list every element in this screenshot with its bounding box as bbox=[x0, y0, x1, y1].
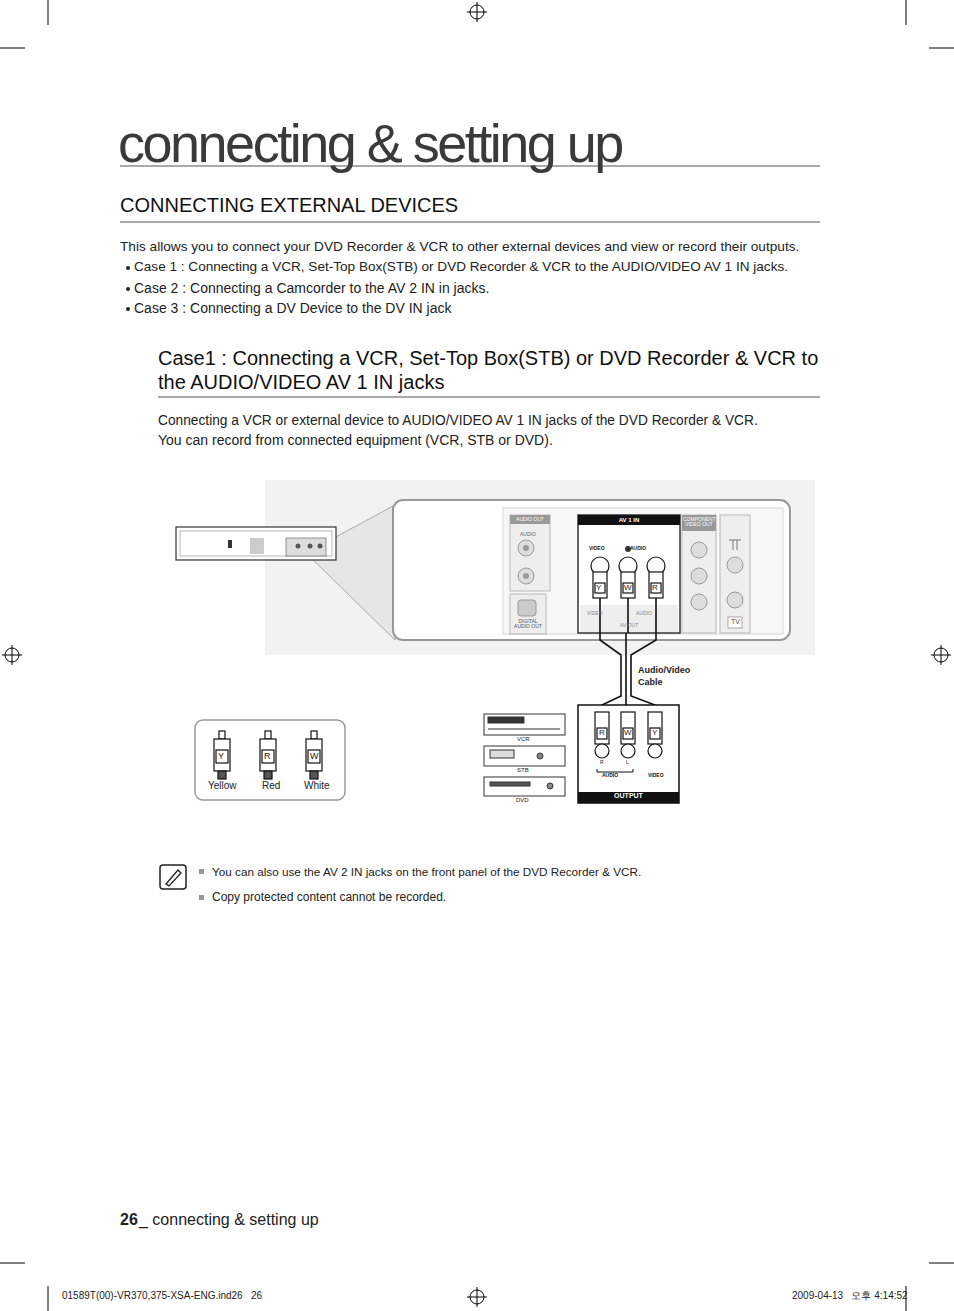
plug-letter: R bbox=[652, 583, 658, 592]
body-text: You can record from connected equipment … bbox=[158, 432, 553, 448]
plug-legend-box: Yellow Red White bbox=[195, 720, 345, 800]
jack-label: VIDEO bbox=[587, 611, 603, 617]
note-text: Copy protected content cannot be recorde… bbox=[212, 891, 446, 905]
cable-connector bbox=[625, 633, 627, 705]
cable-wires bbox=[600, 598, 656, 712]
plug-letter: R bbox=[599, 728, 605, 737]
box-text: Yellow bbox=[208, 780, 237, 792]
jack-label: R bbox=[600, 760, 604, 766]
box-text: OUTPUT bbox=[578, 792, 679, 800]
plug-letter: R bbox=[264, 751, 271, 761]
box-text: VIDEO bbox=[589, 546, 605, 552]
jack-label: AUDIO bbox=[636, 611, 652, 617]
output-jack-box: OUTPUT AUDIO VIDEO bbox=[578, 705, 679, 803]
print-slug: 2009-04-13 오후 4:14:52 bbox=[792, 1290, 908, 1302]
source-devices bbox=[484, 714, 565, 796]
jack-group-box: COMPONENT VIDEO OUT bbox=[682, 515, 716, 633]
footer-text: _ connecting & setting up bbox=[139, 1211, 319, 1229]
device-label: STB bbox=[517, 767, 529, 774]
output-box-illustration bbox=[578, 705, 679, 803]
cable-label: Audio/Video Cable bbox=[638, 665, 698, 688]
box-text: AUDIO bbox=[630, 546, 646, 552]
section-heading: CONNECTING EXTERNAL DEVICES bbox=[120, 194, 458, 217]
plug-letter: Y bbox=[596, 583, 601, 592]
rear-panel-illustration bbox=[176, 480, 815, 712]
print-slug: 01589T(00)-VR370,375-XSA-ENG.ind26 26 bbox=[62, 1290, 262, 1302]
note-text: You can also use the AV 2 IN jacks on th… bbox=[212, 865, 641, 878]
body-text: Connecting a VCR or external device to A… bbox=[158, 413, 758, 429]
plug-letter: W bbox=[624, 728, 632, 737]
panel-label: AV OUT bbox=[620, 623, 638, 629]
page-title: connecting & setting up bbox=[118, 112, 622, 174]
page-number: 26 bbox=[120, 1211, 138, 1229]
plug-letter: W bbox=[310, 751, 319, 761]
plug-legend-illustration bbox=[195, 720, 345, 800]
box-text: DIGITAL AUDIO OUT bbox=[511, 619, 545, 630]
box-text: VIDEO bbox=[648, 773, 664, 779]
note-icon bbox=[160, 865, 186, 889]
box-text: White bbox=[304, 780, 330, 792]
input-jack-box: AV 1 IN VIDEO AUDIO bbox=[578, 515, 680, 633]
bullet-text: Case 3 : Connecting a DV Device to the D… bbox=[134, 300, 451, 316]
box-text: AUDIO bbox=[602, 773, 618, 779]
plug-letter: Y bbox=[218, 751, 224, 761]
jack-label: L bbox=[626, 760, 629, 766]
panel-label: TV bbox=[731, 618, 740, 626]
box-text: COMPONENT VIDEO OUT bbox=[683, 517, 715, 528]
box-text: AV 1 IN bbox=[578, 517, 680, 524]
box-text: AUDIO bbox=[520, 532, 536, 538]
body-text: This allows you to connect your DVD Reco… bbox=[120, 239, 799, 255]
jack-group-box: DIGITAL AUDIO OUT bbox=[510, 594, 546, 634]
plug-letter: W bbox=[624, 583, 632, 592]
device-label: VCR bbox=[517, 736, 530, 743]
box-text: Red bbox=[262, 780, 280, 792]
case-heading: Case1 : Connecting a VCR, Set-Top Box(ST… bbox=[158, 346, 823, 394]
jack-group-box: AUDIO OUT AUDIO bbox=[510, 515, 550, 591]
device-label: DVD bbox=[516, 797, 529, 804]
box-text: AUDIO OUT bbox=[510, 517, 550, 523]
bullet-text: Case 1 : Connecting a VCR, Set-Top Box(S… bbox=[134, 259, 788, 275]
bullet-text: Case 2 : Connecting a Camcorder to the A… bbox=[134, 280, 489, 296]
plug-letter: Y bbox=[652, 728, 657, 737]
